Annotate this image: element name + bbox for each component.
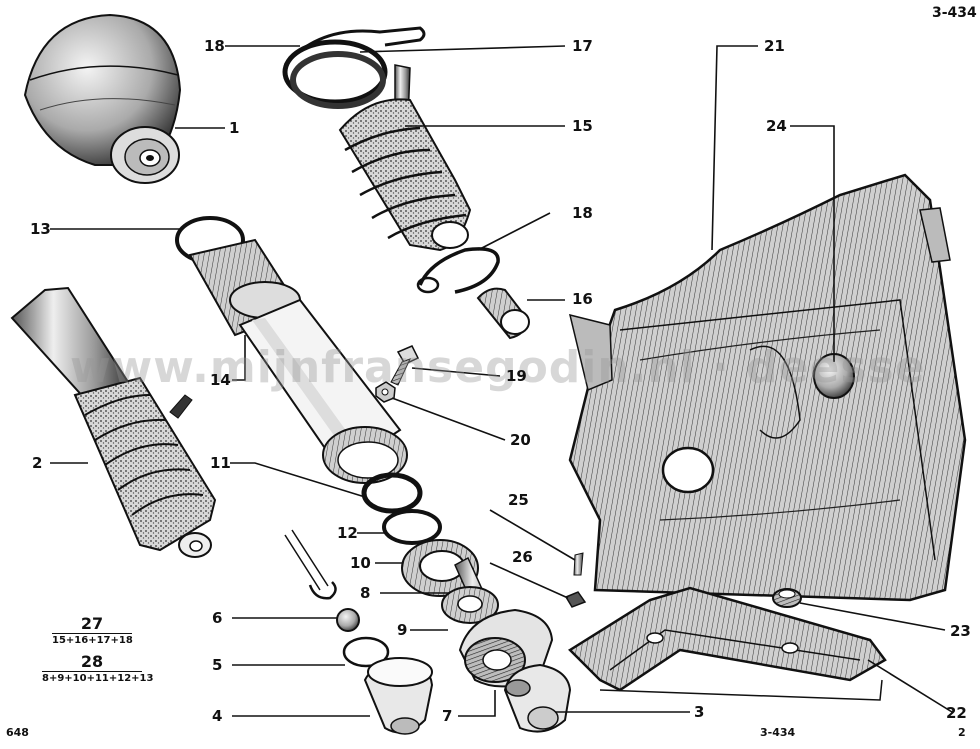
leader-20 (391, 397, 506, 441)
callout-23: 23 (950, 622, 971, 640)
part-19-bolt (390, 345, 420, 386)
assembly-27-composition: 15+16+17+18 (52, 633, 133, 646)
callout-13: 13 (30, 220, 51, 238)
leader-7 (458, 690, 496, 717)
callout-10: 10 (350, 554, 371, 572)
leader-14 (232, 335, 246, 381)
part-26-clip (564, 591, 587, 608)
part-23-grommet (772, 588, 802, 608)
part-1-sphere (23, 13, 182, 184)
leader-25 (489, 509, 576, 561)
leader-17 (359, 45, 566, 53)
callout-16: 16 (572, 290, 593, 308)
callout-8: 8 (360, 584, 371, 602)
footer-right-code: 2 (958, 726, 966, 739)
callout-18-upper: 18 (204, 37, 225, 55)
part-20-nut (375, 381, 396, 403)
part-16-grommet (476, 287, 530, 340)
callout-7: 7 (442, 707, 453, 725)
leader-24 (790, 125, 835, 362)
callout-26: 26 (512, 548, 533, 566)
part-2-cylinder-boot (10, 286, 217, 558)
part-17-clamp (282, 26, 426, 109)
assembly-27: 27 15+16+17+18 (52, 614, 133, 647)
part-5-circlip (342, 636, 390, 668)
callout-12: 12 (337, 524, 358, 542)
assembly-27-number: 27 (80, 614, 104, 633)
part-15-bellows (338, 64, 472, 252)
callout-17: 17 (572, 37, 593, 55)
part-11-ring (361, 472, 423, 514)
part-9-washer (441, 586, 499, 624)
leader-22 (867, 659, 953, 713)
callout-20: 20 (510, 431, 531, 449)
watermark: www.mijnfransegodin.nl · deesse (70, 342, 926, 393)
part-10-bearing (401, 539, 479, 597)
wire-clip (284, 529, 337, 600)
part-21-panel (568, 173, 967, 602)
leader-11 (230, 462, 366, 498)
callout-15: 15 (572, 117, 593, 135)
callout-24: 24 (766, 117, 787, 135)
leader-21 (711, 45, 758, 251)
callout-9: 9 (397, 621, 408, 639)
assembly-28: 28 8+9+10+11+12+13 (42, 652, 154, 685)
leader-18b (477, 212, 551, 251)
part-25-screw (573, 552, 584, 576)
part-22-bracket (568, 586, 887, 701)
leader-lines (50, 45, 953, 717)
callout-2: 2 (32, 454, 43, 472)
leader-19 (411, 367, 501, 377)
footer-left-code: 648 (6, 726, 29, 739)
part-3-end-cap (503, 663, 572, 733)
leader-23 (799, 602, 946, 631)
callout-18-lower: 18 (572, 204, 593, 222)
callout-5: 5 (212, 656, 223, 674)
callout-21: 21 (764, 37, 785, 55)
callout-11: 11 (210, 454, 231, 472)
callout-22: 22 (946, 704, 967, 722)
part-13-14-cylinder (175, 216, 408, 484)
plate-id: 3-434 (932, 5, 977, 21)
part-4-cup (363, 657, 434, 735)
callout-4: 4 (212, 707, 223, 725)
leader-26 (489, 562, 569, 599)
part-12-ring (382, 509, 442, 545)
callout-14: 14 (210, 371, 231, 389)
footer-center-code: 3-434 (760, 726, 796, 739)
part-6-ball (336, 608, 360, 632)
assembly-28-number: 28 (80, 652, 104, 671)
callout-6: 6 (212, 609, 223, 627)
assembly-28-composition: 8+9+10+11+12+13 (42, 671, 154, 684)
callout-3: 3 (694, 703, 705, 721)
callout-19: 19 (506, 367, 527, 385)
callout-1: 1 (229, 119, 240, 137)
part-18-clamp-lower (416, 247, 500, 294)
part-7-collar (458, 608, 554, 688)
callout-25: 25 (508, 491, 529, 509)
